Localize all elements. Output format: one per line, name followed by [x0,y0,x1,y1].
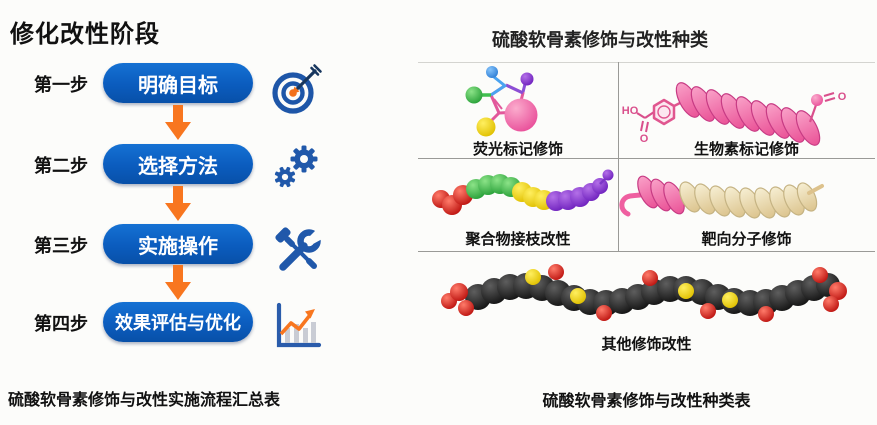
gears-icon [268,140,324,196]
other-modification-molecule-image [441,264,847,322]
left-panel-caption: 硫酸软骨素修饰与改性实施流程汇总表 [8,392,281,409]
step-4-node: 效果评估与优化 [103,302,253,342]
step-1-node: 明确目标 [103,63,253,103]
table-horizontal-rule-2 [418,251,875,252]
svg-text:HO: HO [622,105,639,117]
down-arrow-icon [165,265,191,301]
polymer-graft-molecule-image [432,169,614,215]
targeting-molecule-image [619,175,824,219]
cell-caption-polymer: 聚合物接枝改性 [465,231,571,248]
cell-caption-other: 其他修饰改性 [601,336,692,353]
down-arrow-icon [165,186,191,222]
step-3-node: 实施操作 [103,224,253,264]
growth-chart-icon [268,298,324,354]
right-panel-title: 硫酸软骨素修饰与改性种类 [492,30,708,50]
target-dart-icon [268,62,324,118]
step-3-label: 第三步 [34,236,88,256]
svg-text:O: O [838,91,847,103]
step-2-label: 第二步 [34,156,88,176]
cell-caption-biotin: 生物素标记修饰 [693,141,799,158]
step-1-label: 第一步 [34,75,88,95]
step-2-node: 选择方法 [103,144,253,184]
down-arrow-icon [165,105,191,141]
table-top-rule [418,62,875,63]
cell-caption-fluorescent: 荧光标记修饰 [472,141,563,158]
step-4-label: 第四步 [34,314,88,334]
wrench-screwdriver-icon [268,222,324,278]
cell-caption-targeting: 靶向分子修饰 [701,231,792,248]
table-horizontal-rule-1 [418,158,875,159]
fluorescent-molecule-image [465,66,538,137]
left-panel-title: 修化改性阶段 [10,21,160,48]
right-panel-caption: 硫酸软骨素修饰与改性种类表 [542,393,751,410]
table-vertical-rule [618,62,619,251]
